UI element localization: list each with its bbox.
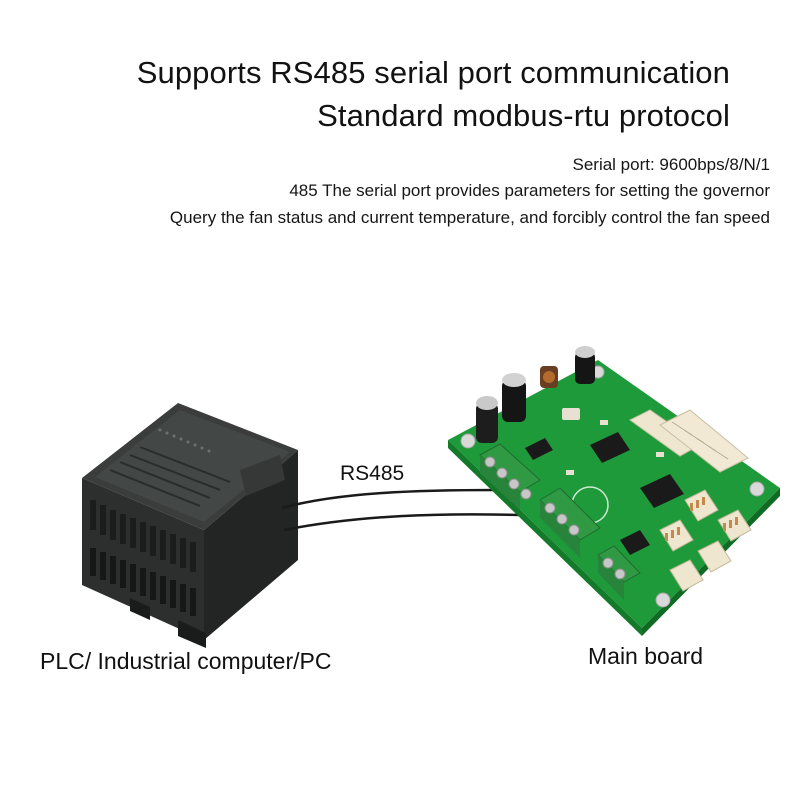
fan-connector-strip	[629, 409, 749, 473]
cable-label-rs485: RS485	[340, 462, 405, 485]
capacitor-group	[476, 346, 595, 443]
plc-device-image	[82, 403, 298, 648]
right-device-label: Main board	[588, 643, 704, 669]
headline-line-2: Standard modbus-rtu protocol	[317, 98, 730, 133]
fan-header-group	[659, 489, 752, 592]
left-device-label: PLC/ Industrial computer/PC	[40, 648, 332, 674]
spec-fan-control: Query the fan status and current tempera…	[169, 208, 770, 227]
rs485-cable	[281, 488, 521, 532]
terminal-block-group	[479, 443, 641, 600]
main-board-image	[448, 346, 780, 636]
headline-line-1: Supports RS485 serial port communication	[136, 55, 730, 90]
spec-serial-port: Serial port: 9600bps/8/N/1	[572, 155, 770, 174]
spec-governor-parameters: 485 The serial port provides parameters …	[289, 181, 770, 200]
